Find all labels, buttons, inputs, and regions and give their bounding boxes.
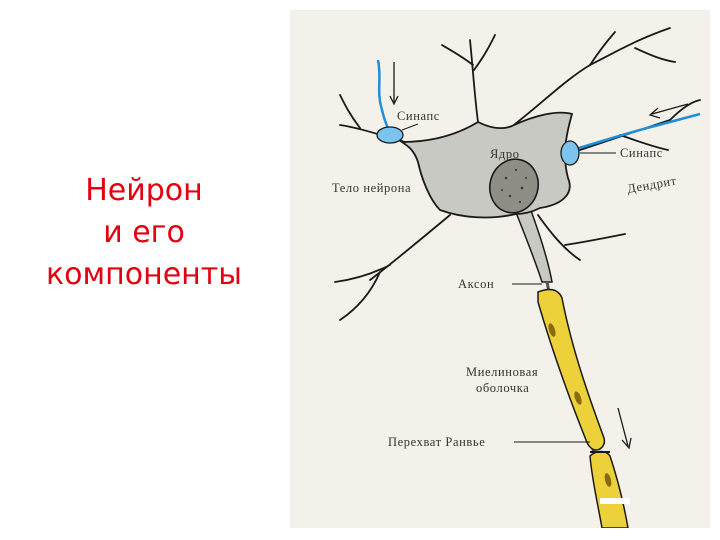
title-line-1: Нейрон bbox=[85, 173, 203, 208]
label-synapse-right: Синапс bbox=[620, 146, 663, 160]
title-line-3: компоненты bbox=[46, 257, 242, 292]
dendrites bbox=[334, 27, 701, 321]
label-myelin-line1: Миелиновая bbox=[466, 365, 538, 379]
axon-break bbox=[600, 498, 630, 504]
label-ranvier-node: Перехват Ранвье bbox=[388, 435, 485, 449]
soma bbox=[399, 111, 574, 219]
label-dendrite: Дендрит bbox=[626, 174, 678, 196]
slide-title: Нейрон и его компоненты bbox=[18, 170, 270, 296]
signal-arrows bbox=[389, 62, 689, 450]
label-cell-body: Тело нейрона bbox=[332, 181, 411, 195]
nucleus-chromatin bbox=[501, 168, 527, 204]
schwann-nuclei bbox=[548, 323, 612, 487]
synapse-top bbox=[376, 59, 404, 144]
title-line-2: и его bbox=[103, 215, 185, 250]
nucleus bbox=[488, 158, 540, 214]
axon-hillock bbox=[513, 207, 553, 283]
synapse-right bbox=[560, 112, 701, 166]
neuron-illustration: Синапс Ядро Синапс Тело нейрона Дендрит … bbox=[332, 27, 701, 528]
label-axon: Аксон bbox=[458, 277, 494, 291]
neuron-diagram: Синапс Ядро Синапс Тело нейрона Дендрит … bbox=[290, 10, 710, 528]
label-myelin-line2: оболочка bbox=[476, 381, 529, 395]
label-nucleus: Ядро bbox=[490, 147, 520, 161]
label-synapse-top: Синапс bbox=[397, 109, 440, 123]
leader-lines bbox=[401, 123, 616, 443]
